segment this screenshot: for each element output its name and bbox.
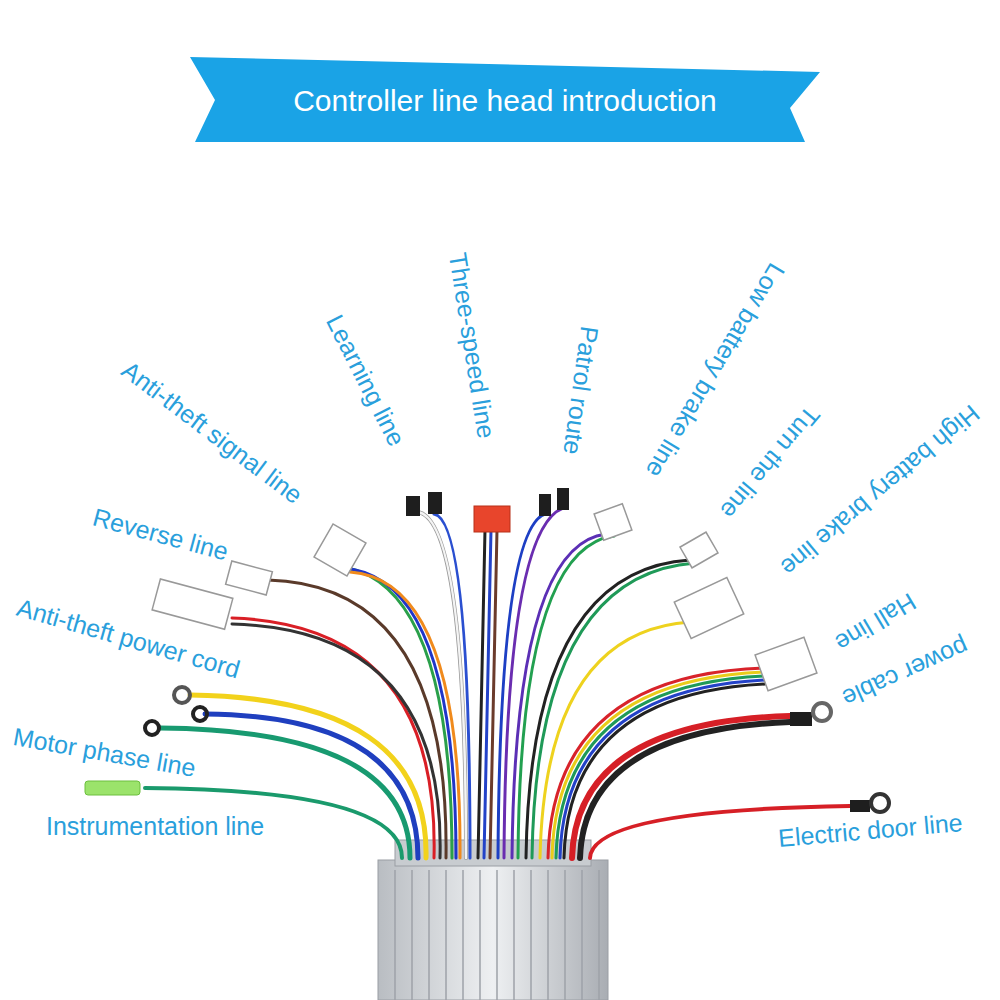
wire bbox=[490, 530, 497, 858]
ring-terminal bbox=[145, 721, 159, 735]
plug-connector bbox=[594, 504, 632, 541]
ring-terminal bbox=[813, 703, 831, 721]
fin bbox=[411, 870, 413, 1000]
wire bbox=[350, 572, 460, 858]
plug-connector bbox=[755, 637, 817, 690]
wire bbox=[564, 684, 765, 858]
plug-connector bbox=[226, 561, 273, 595]
title-text: Controller line head introduction bbox=[293, 86, 717, 116]
ring-terminal bbox=[193, 707, 207, 721]
wire-label: Instrumentation line bbox=[46, 814, 264, 839]
fin bbox=[598, 870, 600, 1000]
wire-label: Hall line bbox=[830, 588, 919, 655]
fin bbox=[394, 870, 396, 1000]
fin bbox=[496, 870, 498, 1000]
plug-connector bbox=[152, 579, 233, 629]
plug-connector bbox=[474, 506, 510, 532]
wire bbox=[560, 680, 765, 858]
title-ribbon bbox=[190, 57, 820, 142]
plug-connector bbox=[539, 494, 551, 516]
controller-housing bbox=[378, 860, 608, 1000]
fin bbox=[445, 870, 447, 1000]
wire bbox=[418, 512, 466, 858]
wire-label: Three-speed line bbox=[445, 250, 499, 439]
plug-connector bbox=[428, 492, 442, 514]
plug-connector bbox=[680, 532, 718, 568]
plug-connector bbox=[557, 488, 569, 510]
plug-connector bbox=[674, 578, 743, 639]
fin bbox=[428, 870, 430, 1000]
wire bbox=[160, 728, 410, 858]
wire-label: Reverse line bbox=[90, 504, 231, 564]
fin bbox=[479, 870, 481, 1000]
wire-label: Turn the line bbox=[716, 401, 824, 523]
terminal-sleeve bbox=[790, 712, 812, 726]
wire bbox=[418, 512, 466, 858]
wire bbox=[556, 676, 765, 858]
bullet-connector bbox=[85, 781, 140, 795]
wire-label: Electric door line bbox=[777, 809, 963, 850]
terminal-sleeve bbox=[850, 800, 870, 812]
wire bbox=[580, 722, 790, 858]
wire bbox=[335, 566, 452, 858]
plug-connector bbox=[406, 496, 420, 516]
wire-label: Learning line bbox=[321, 311, 408, 450]
ring-terminal bbox=[174, 687, 190, 703]
wire-bundle bbox=[145, 508, 850, 858]
wire bbox=[548, 668, 765, 858]
fin bbox=[564, 870, 566, 1000]
fin bbox=[462, 870, 464, 1000]
wire-label: Anti-theft signal line bbox=[117, 356, 306, 507]
ring-terminal bbox=[871, 794, 889, 812]
wire bbox=[268, 580, 446, 858]
wire bbox=[434, 514, 470, 858]
fin bbox=[547, 870, 549, 1000]
wire-label: Patrol route bbox=[559, 324, 602, 455]
cooling-fins bbox=[395, 870, 599, 1000]
fin bbox=[530, 870, 532, 1000]
wire bbox=[342, 568, 456, 858]
fin bbox=[581, 870, 583, 1000]
wire-label: Motor phase line bbox=[11, 724, 197, 781]
plug-connector bbox=[314, 524, 366, 576]
fin bbox=[513, 870, 515, 1000]
